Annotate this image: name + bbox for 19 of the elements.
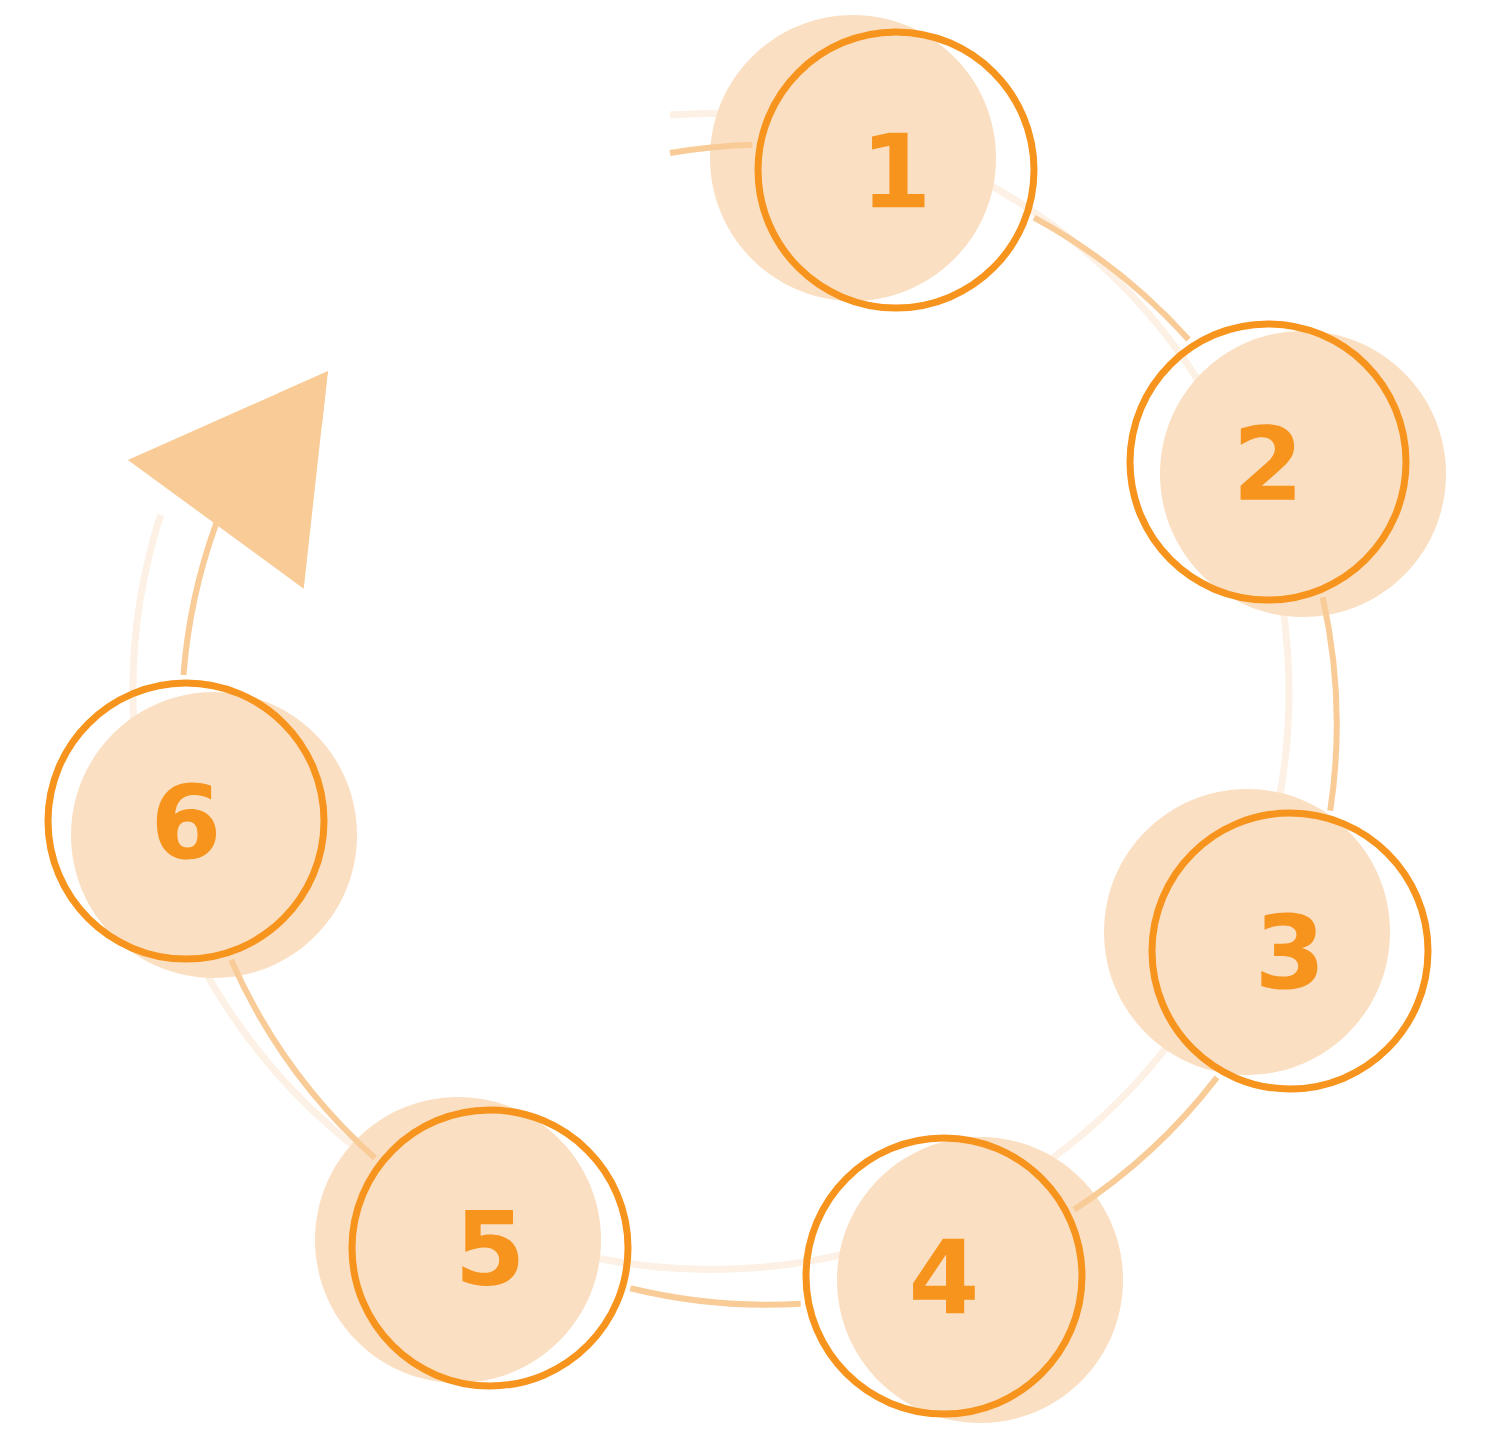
step-circle: [1104, 789, 1432, 1093]
step-circle: [710, 15, 1038, 312]
connector-line: [228, 958, 377, 1161]
step-number: 2: [1240, 424, 1295, 500]
connector-line: [629, 1285, 801, 1308]
step-number: 3: [1261, 912, 1318, 990]
step-number: 5: [462, 1210, 519, 1286]
connector-line: [669, 141, 753, 156]
step-circle: [315, 1097, 632, 1390]
step-circle: [802, 1134, 1123, 1423]
connector-line: [1032, 214, 1191, 342]
arrow: [127, 371, 328, 676]
step-number: 1: [872, 132, 925, 208]
connector-line: [1072, 1075, 1220, 1213]
step-number: 6: [156, 782, 216, 860]
step-circle: [44, 679, 357, 978]
step-circle: [1126, 320, 1446, 617]
step-number: 4: [913, 1238, 975, 1314]
connector-line: [1319, 596, 1340, 812]
